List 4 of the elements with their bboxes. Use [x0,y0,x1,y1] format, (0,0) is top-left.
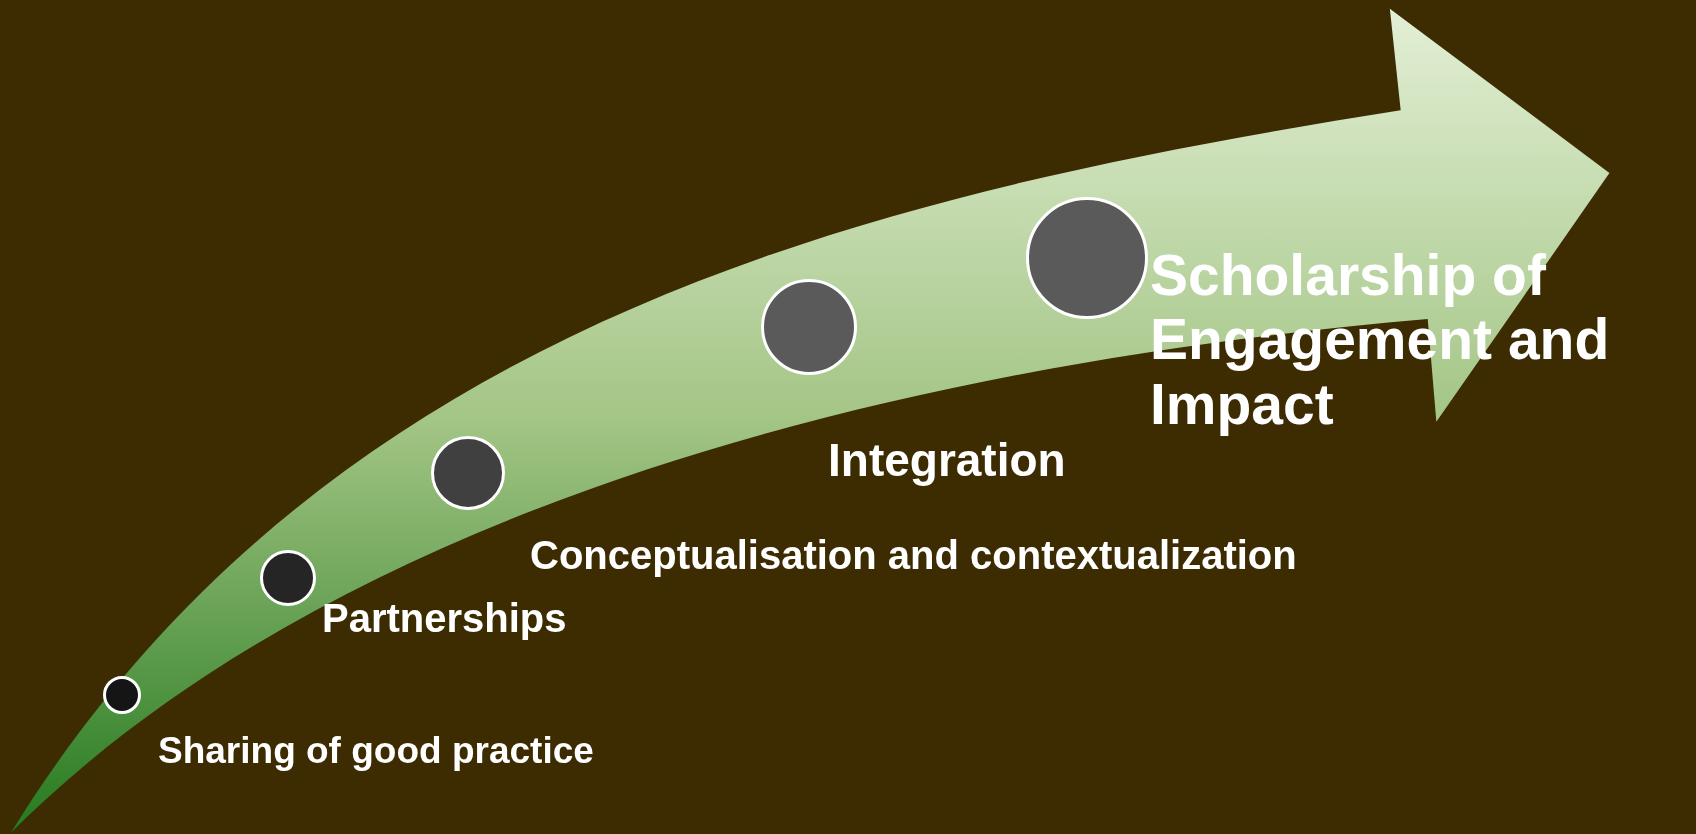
stage-label: Conceptualisation and contextualization [530,533,1297,579]
stage-label: Sharing of good practice [158,730,594,772]
stage-label: Partnerships [322,596,567,642]
stage-label: Integration [828,435,1066,487]
